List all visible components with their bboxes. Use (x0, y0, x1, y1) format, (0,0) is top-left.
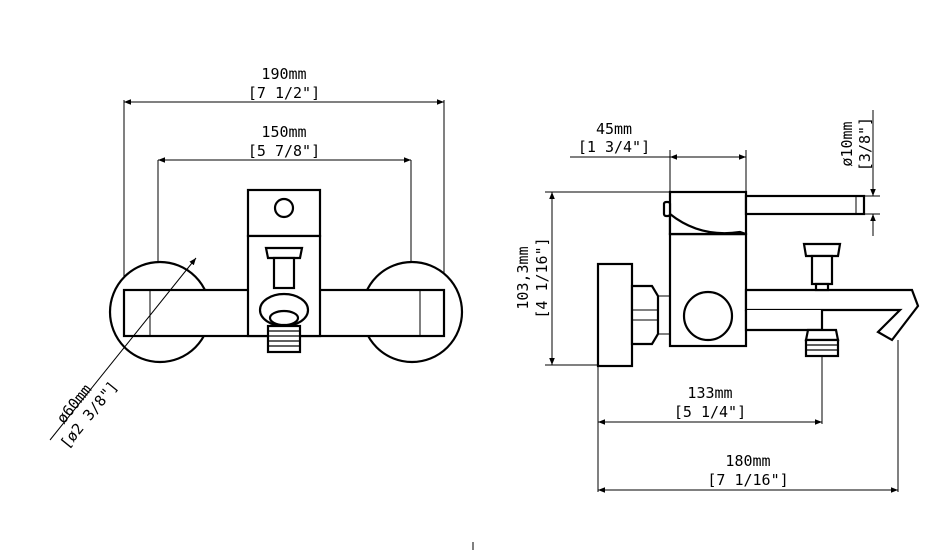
side-outlet-thread (804, 328, 840, 358)
dimension-handle-depth: 45mm [1 3/4"] (570, 120, 746, 160)
dimension-spout-projection-mm: 180mm (725, 452, 770, 470)
dimension-height: 103,3mm [4 1/16"] (514, 192, 555, 365)
dimension-height-mm: 103,3mm (514, 246, 532, 309)
dimension-spout-projection-inch: [7 1/16"] (707, 471, 788, 489)
dimension-lever-diameter: ø10mm [3/8"] (838, 110, 876, 236)
front-view: 190mm [7 1/2"] 150mm [5 7/8"] (49, 65, 464, 452)
dimension-lever-diameter-inch: [3/8"] (856, 117, 874, 171)
side-view: 45mm [1 3/4"] ø10mm [3/8"] 103,3mm [4 1/… (514, 110, 920, 493)
dimension-overall-width-inch: [7 1/2"] (248, 84, 320, 102)
outlet-connector (258, 292, 310, 354)
handle-lever (744, 194, 866, 216)
dimension-lever-diameter-mm: ø10mm (838, 121, 856, 166)
dimension-spout-projection: 180mm [7 1/16"] (598, 452, 898, 493)
dimension-centers: 150mm [5 7/8"] (158, 123, 411, 163)
dimension-overall-width-mm: 190mm (261, 65, 306, 83)
outlet-circle (682, 290, 734, 342)
dimension-height-inch: [4 1/16"] (533, 237, 551, 318)
dimension-handle-depth-inch: [1 3/4"] (578, 138, 650, 156)
wall-flange (596, 262, 634, 368)
dimension-centers-inch: [5 7/8"] (248, 142, 320, 160)
handle-block (246, 188, 322, 238)
dimension-overall-width: 190mm [7 1/2"] (124, 65, 444, 105)
diverter-knob (264, 246, 304, 290)
dimension-outlet-projection-inch: [5 1/4"] (674, 403, 746, 421)
dimension-outlet-projection-mm: 133mm (687, 384, 732, 402)
dimension-handle-depth-mm: 45mm (596, 120, 632, 138)
hex-nut (630, 284, 660, 346)
handle-hole (273, 197, 295, 219)
dimension-centers-mm: 150mm (261, 123, 306, 141)
dimension-outlet-projection: 133mm [5 1/4"] (598, 384, 822, 425)
side-diverter-knob (802, 242, 842, 292)
